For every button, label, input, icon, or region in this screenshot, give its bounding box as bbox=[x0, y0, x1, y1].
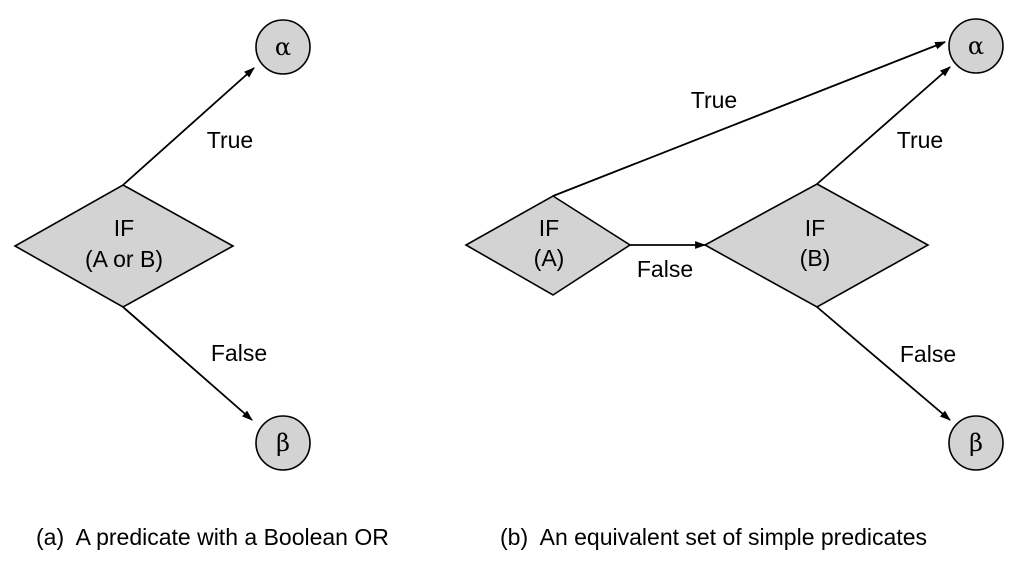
decision-a bbox=[464, 195, 632, 296]
node-alpha-a-label: α bbox=[275, 33, 291, 61]
decision-a-line1: IF bbox=[539, 215, 559, 241]
decision-b bbox=[703, 183, 930, 308]
label-a-false: False bbox=[211, 340, 267, 366]
panel-a: IF (A or B) α β True False bbox=[13, 19, 311, 471]
label-a-true: True bbox=[207, 127, 253, 153]
label-b-b-false: False bbox=[900, 341, 956, 367]
node-alpha-b-label: α bbox=[968, 32, 984, 60]
edge-a-true bbox=[122, 67, 255, 186]
decision-b-line2: (B) bbox=[800, 245, 831, 271]
edge-b-b-true bbox=[816, 66, 951, 185]
caption-b: (b) An equivalent set of simple predicat… bbox=[500, 524, 927, 550]
node-beta-a-label: β bbox=[276, 429, 290, 457]
label-b-top-true: True bbox=[691, 87, 737, 113]
edge-b-b-false bbox=[816, 306, 951, 421]
label-b-a-false: False bbox=[637, 256, 693, 282]
node-beta-a bbox=[255, 415, 311, 471]
edge-b-top-true bbox=[552, 41, 947, 197]
edge-a-false bbox=[122, 306, 253, 421]
decision-a-or-b-line1: IF bbox=[114, 215, 134, 241]
decision-a-or-b-line2: (A or B) bbox=[85, 246, 163, 272]
node-beta-b bbox=[948, 415, 1004, 471]
label-b-b-true: True bbox=[897, 127, 943, 153]
caption-a: (a) A predicate with a Boolean OR bbox=[36, 524, 389, 550]
decision-a-line2: (A) bbox=[534, 245, 565, 271]
decision-b-line1: IF bbox=[805, 215, 825, 241]
decision-a-or-b bbox=[13, 184, 235, 308]
node-alpha-b bbox=[948, 18, 1004, 74]
node-beta-b-label: β bbox=[969, 429, 983, 457]
node-alpha-a bbox=[255, 19, 311, 75]
panel-b: IF (A) IF (B) α β True True False False bbox=[464, 18, 1004, 471]
